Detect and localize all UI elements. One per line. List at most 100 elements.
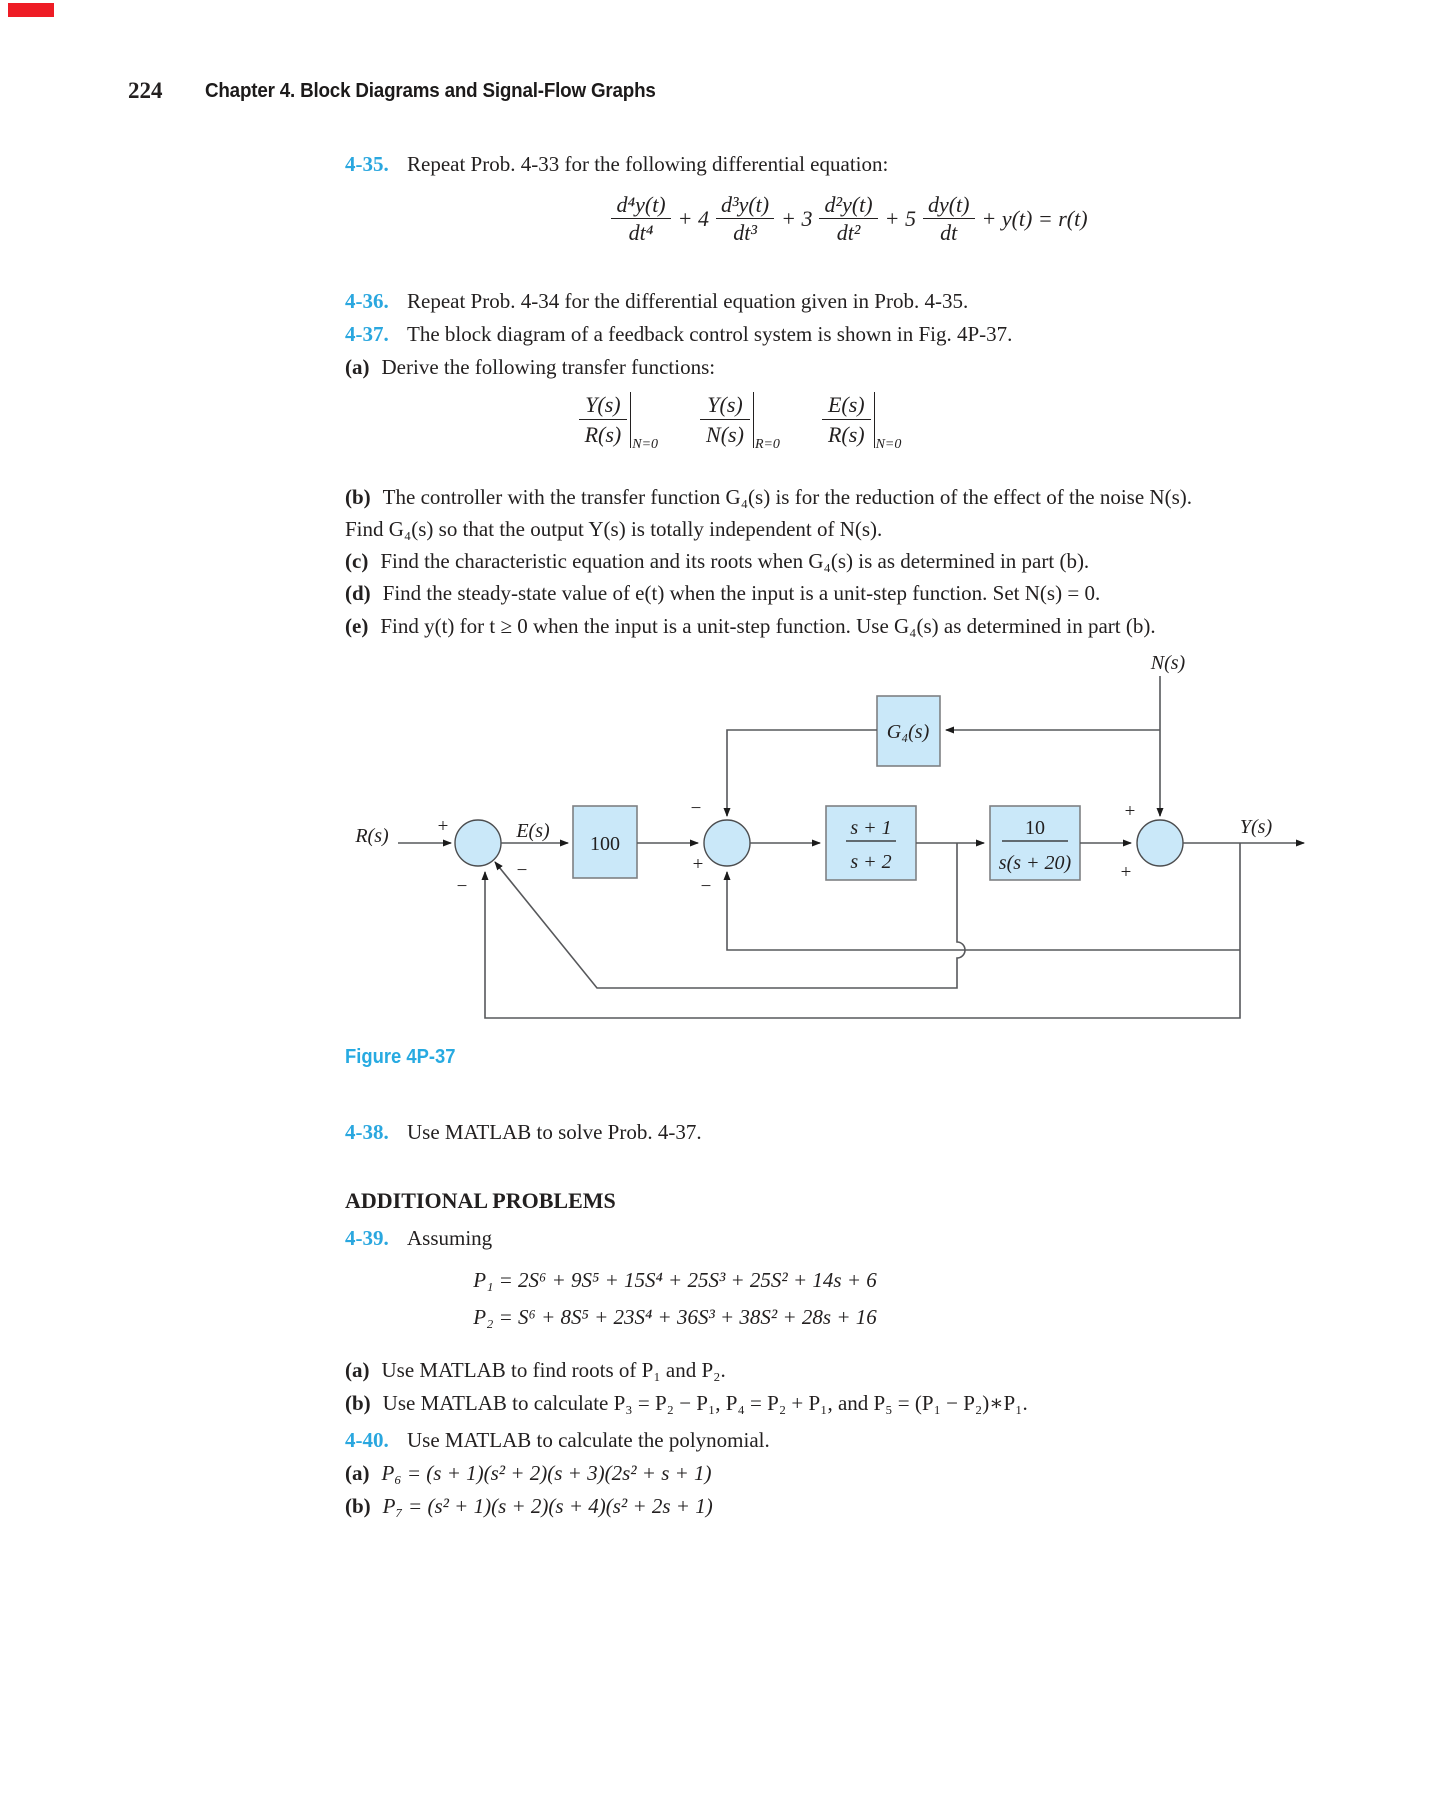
problem-number: 4-36. (345, 289, 389, 313)
problem-number: 4-40. (345, 1428, 389, 1452)
problem-4-36: 4-36. Repeat Prob. 4-34 for the different… (345, 289, 968, 314)
problem-text: Use MATLAB to solve Prob. 4-37. (407, 1120, 702, 1144)
part-label: (a) (345, 355, 370, 379)
noise-label: N(s) (1150, 652, 1186, 674)
problem-4-37: 4-37. The block diagram of a feedback con… (345, 322, 1012, 347)
denominator: dt² (836, 220, 861, 246)
problem-text: Use MATLAB to calculate the polynomial. (407, 1428, 770, 1452)
numerator: Y(s) (707, 392, 743, 417)
denominator: R(s) (821, 419, 871, 447)
part-text: Find y(t) for t ≥ 0 when the input is a … (380, 614, 1156, 638)
problem-number: 4-35. (345, 152, 389, 176)
part-text: Find the steady-state value of e(t) when… (382, 581, 1101, 605)
sign: − (457, 876, 468, 897)
block-numerator: s + 1 (850, 817, 891, 839)
numerator: Y(s) (585, 392, 621, 417)
sign: + (1121, 862, 1132, 883)
part-b-line2: Find G₄(s) so that the output Y(s) is to… (345, 517, 882, 542)
problem-4-38: 4-38. Use MATLAB to solve Prob. 4-37. (345, 1120, 702, 1145)
numerator: d²y(t) (819, 192, 878, 220)
input-label: R(s) (354, 825, 389, 847)
sign: − (691, 798, 702, 819)
problem-text: The block diagram of a feedback control … (407, 322, 1013, 346)
part-a: (a) Use MATLAB to find roots of P₁ and P₂… (345, 1358, 726, 1383)
section-header: ADDITIONAL PROBLEMS (345, 1188, 616, 1213)
part-text: The controller with the transfer functio… (382, 485, 1193, 509)
gain-block (572, 805, 638, 879)
part-label: (d) (345, 581, 371, 605)
outer-feedback-wire (481, 843, 1241, 1019)
condition-subscript: N=0 (632, 436, 659, 452)
part-label: (e) (345, 614, 369, 638)
numerator: d⁴y(t) (611, 192, 671, 220)
sign: − (701, 876, 712, 897)
operator: + 3 (781, 205, 813, 231)
transfer-function: Y(s)N(s) R=0 (700, 392, 780, 452)
denominator: R(s) (578, 419, 628, 447)
problem-number: 4-38. (345, 1120, 389, 1144)
block-diagram: N(s) G₄(s) R(s) E(s) 100 s + 1 s + 2 10 … (354, 652, 1305, 1019)
transfer-function: E(s)R(s) N=0 (821, 392, 901, 452)
page-number: 224 (128, 78, 163, 103)
fraction: Y(s)N(s) (700, 392, 754, 448)
problem-4-35: 4-35. Repeat Prob. 4-33 for the following… (345, 152, 888, 177)
block-denominator: s + 2 (850, 851, 891, 873)
fraction: d²y(t)dt² (819, 192, 878, 246)
part-b: (b) Use MATLAB to calculate P₃ = P₂ − P₁,… (345, 1391, 1028, 1416)
inner-feedback-wire (723, 871, 1240, 951)
operator: + 5 (884, 205, 916, 231)
part-text: Use MATLAB to calculate P₃ = P₂ − P₁, P₄… (382, 1391, 1028, 1415)
sign: + (438, 816, 449, 837)
numerator: E(s) (827, 392, 865, 417)
part-text: Find the characteristic equation and its… (380, 549, 1090, 573)
part-label: (a) (345, 1461, 370, 1485)
part-label: (b) (345, 485, 371, 509)
output-label: Y(s) (1240, 816, 1273, 838)
part-label: (b) (345, 1391, 371, 1415)
part-text: Derive the following transfer functions: (381, 355, 716, 379)
problem-number: 4-37. (345, 322, 389, 346)
fraction: E(s)R(s) (821, 392, 875, 448)
problem-text: Assuming (407, 1226, 493, 1250)
part-label: (b) (345, 1494, 371, 1518)
denominator: dt (940, 220, 958, 246)
transfer-function: Y(s)R(s) N=0 (578, 392, 658, 452)
part-d: (d) Find the steady-state value of e(t) w… (345, 581, 1100, 606)
fraction: d³y(t)dt³ (716, 192, 775, 246)
part-text: Find G₄(s) so that the output Y(s) is to… (345, 517, 883, 541)
fraction: Y(s)R(s) (578, 392, 632, 448)
tap-feedback-wire (494, 843, 966, 989)
problem-4-39: 4-39. Assuming (345, 1226, 492, 1251)
part-e: (e) Find y(t) for t ≥ 0 when the input is… (345, 614, 1156, 639)
denominator: N(s) (700, 419, 750, 447)
numerator: d³y(t) (716, 192, 775, 220)
problem-text: Repeat Prob. 4-34 for the differential e… (407, 289, 969, 313)
error-label: E(s) (515, 820, 550, 842)
part-label: (c) (345, 549, 369, 573)
fraction: dy(t)dt (922, 192, 975, 246)
part-text: Use MATLAB to find roots of P₁ and P₂. (381, 1358, 726, 1382)
part-b: (b) P₇ = (s² + 1)(s + 2)(s + 4)(s² + 2s +… (345, 1494, 713, 1519)
part-label: (a) (345, 1358, 370, 1382)
equation-tail: + y(t) = r(t) (981, 205, 1088, 231)
part-b-line1: (b) The controller with the transfer func… (345, 485, 1192, 510)
problem-text: Repeat Prob. 4-33 for the following diff… (407, 152, 889, 176)
problem-number: 4-39. (345, 1226, 389, 1250)
chapter-header: Chapter 4. Block Diagrams and Signal-Flo… (205, 80, 656, 102)
part-math: P₇ = (s² + 1)(s + 2)(s + 4)(s² + 2s + 1) (382, 1494, 713, 1518)
numerator: dy(t) (922, 192, 975, 220)
red-corner-mark (8, 3, 54, 17)
sign: + (693, 854, 704, 875)
operator: + 4 (677, 205, 709, 231)
summing-junction-3 (1136, 819, 1184, 867)
equation-p2: P₂ = S⁶ + 8S⁵ + 23S⁴ + 36S³ + 38S² + 28s… (473, 1305, 877, 1329)
figure-caption: Figure 4P-37 (345, 1046, 456, 1068)
denominator: dt³ (733, 220, 757, 246)
fraction: d⁴y(t)dt⁴ (611, 192, 671, 246)
block-denominator: s(s + 20) (999, 852, 1072, 874)
equation-p1: P₁ = 2S⁶ + 9S⁵ + 15S⁴ + 25S³ + 25S² + 14… (473, 1268, 877, 1292)
summing-junction-2 (703, 819, 751, 867)
part-a: (a)P₆ = (s + 1)(s² + 2)(s + 3)(2s² + s +… (345, 1461, 712, 1486)
sign: + (1125, 801, 1136, 822)
